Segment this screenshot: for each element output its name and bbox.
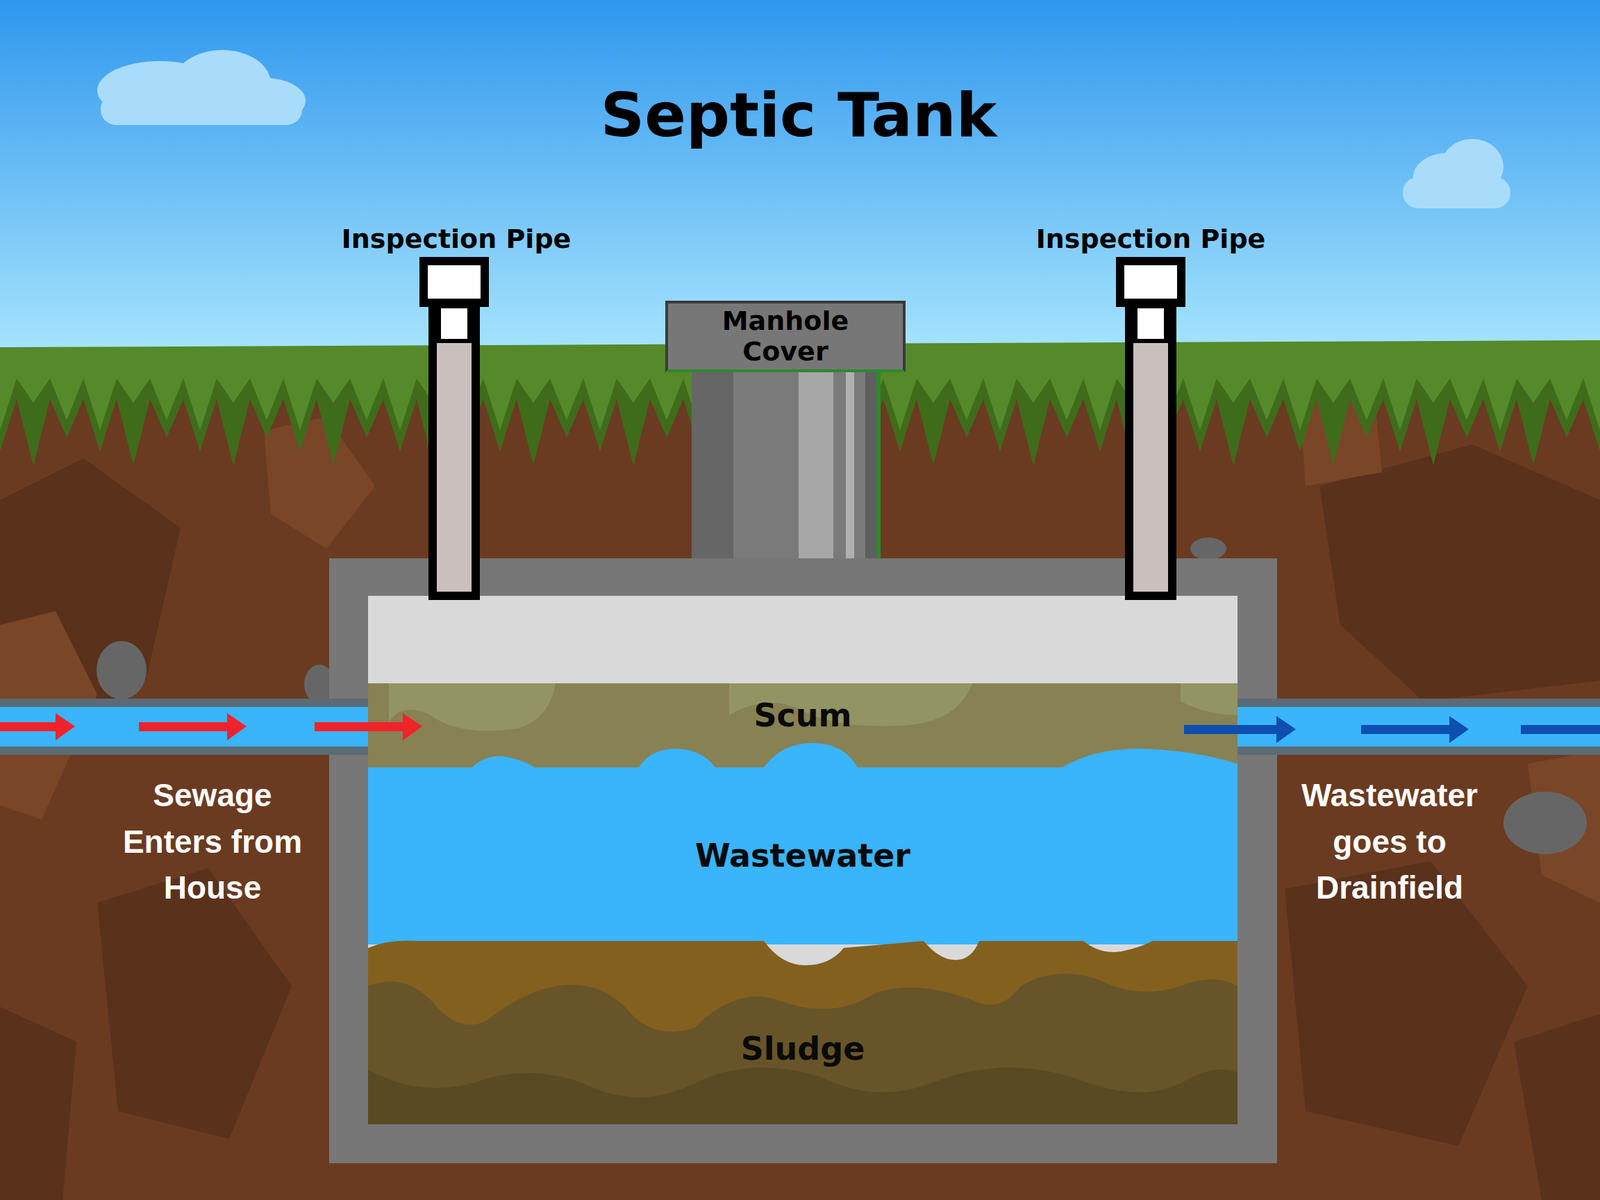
layer-label: Manhole Cover <box>675 306 896 367</box>
layer-label: Scum <box>753 697 852 735</box>
layer-label: Sludge <box>740 1030 866 1068</box>
scum-layer: Scum <box>368 687 1238 744</box>
diagram-title: Septic Tank <box>451 81 1146 150</box>
pipe-label: Inspection Pipe <box>1004 223 1297 256</box>
sludge-layer: Sludge <box>368 972 1238 1125</box>
inflow-label: Sewage Enters from House <box>101 772 324 912</box>
pipe-label: Inspection Pipe <box>310 223 603 256</box>
layer-label: Wastewater <box>695 837 911 875</box>
outflow-label: Wastewater goes to Drainfield <box>1278 772 1501 912</box>
wastewater-layer: Wastewater <box>368 777 1238 935</box>
manhole-cover: Manhole Cover <box>665 300 906 373</box>
